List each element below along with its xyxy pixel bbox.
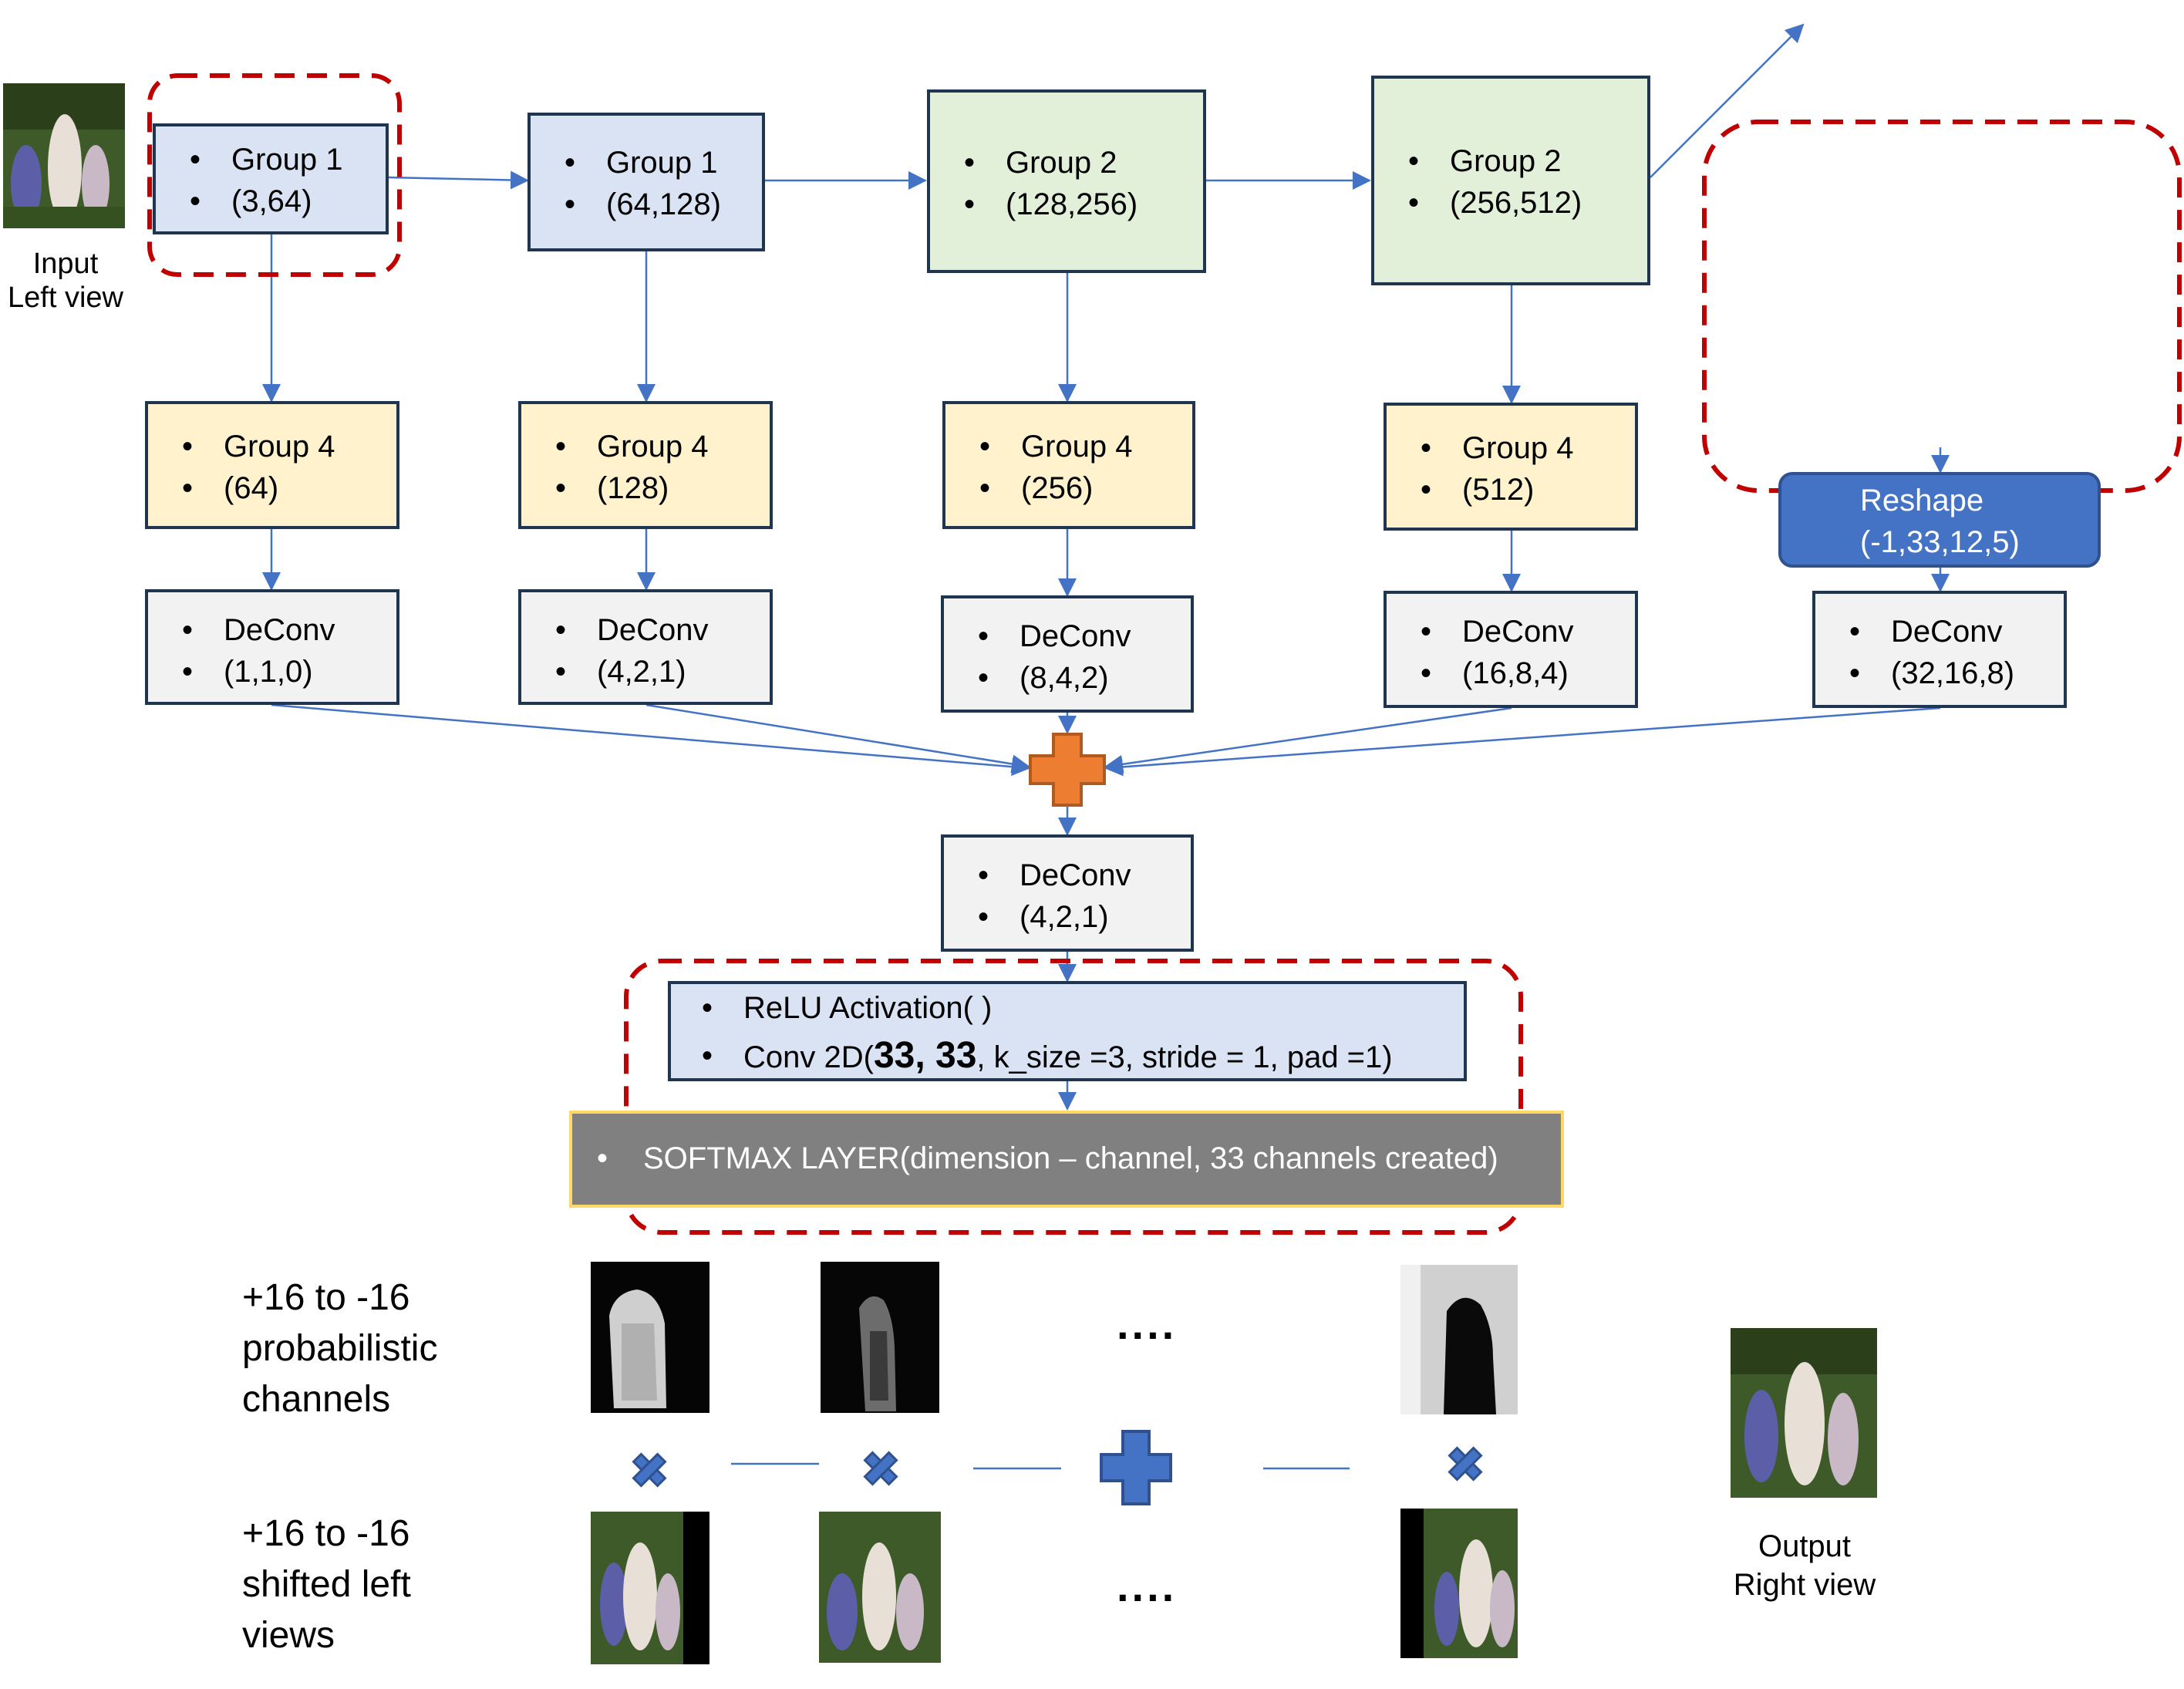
deconv-block-4: DeConv (16,8,4): [1384, 591, 1638, 708]
encoder-block-4: Group 2 (256,512): [1371, 76, 1650, 285]
deconv-block-3-name: DeConv: [978, 615, 1131, 657]
deconv-block-5-name: DeConv: [1849, 611, 2014, 652]
deconv-block-1: DeConv (1,1,0): [145, 589, 399, 705]
prob-channel-image-2: [821, 1262, 939, 1413]
group4-block-3: Group 4 (256): [942, 401, 1195, 529]
group4-block-3-channels: (256): [979, 467, 1133, 509]
encoder-block-2-name: Group 1: [565, 142, 721, 184]
multiply-icon: [863, 1451, 898, 1486]
encoder-block-4-name: Group 2: [1408, 140, 1582, 182]
deconv-block-4-name: DeConv: [1421, 611, 1573, 652]
deconv-block-3-params: (8,4,2): [978, 657, 1131, 699]
reshape-shape: (-1,33,12,5): [1860, 525, 2020, 559]
multiply-icon: [632, 1452, 667, 1488]
group4-block-2-channels: (128): [555, 467, 709, 509]
prob-label-line2: probabilistic: [242, 1328, 438, 1369]
encoder-block-1: Group 1 (3,64): [153, 123, 389, 234]
relu-conv-block: ReLU Activation( ) Conv 2D(33, 33, k_siz…: [668, 981, 1467, 1081]
reshape-name: Reshape: [1860, 484, 1984, 517]
output-caption-line2: Right view: [1733, 1568, 1876, 1602]
multiply-icon: [1448, 1446, 1483, 1482]
group4-block-1-channels: (64): [182, 467, 335, 509]
deconv-block-4-params: (16,8,4): [1421, 652, 1574, 694]
final-deconv-name: DeConv: [978, 855, 1131, 896]
relu-activation: ReLU Activation( ): [702, 984, 1393, 1032]
deconv-block-2-params: (4,2,1): [555, 651, 709, 693]
encoder-block-3-channels: (128,256): [964, 184, 1138, 225]
final-deconv-params: (4,2,1): [978, 896, 1131, 938]
encoder-block-2-channels: (64,128): [565, 184, 721, 225]
dashed-region-reshape: [1702, 120, 2182, 493]
dashed-region-input-group: [147, 73, 402, 277]
shifted-left-view-3: [1400, 1509, 1518, 1658]
deconv-block-5: DeConv (32,16,8): [1812, 591, 2067, 708]
final-deconv-block: DeConv (4,2,1): [941, 834, 1194, 952]
encoder-block-3: Group 2 (128,256): [927, 89, 1206, 273]
prob-label-line1: +16 to -16: [242, 1277, 410, 1318]
shifted-left-view-1: [591, 1512, 709, 1664]
shift-label-line1: +16 to -16: [242, 1513, 410, 1554]
deconv-block-2-name: DeConv: [555, 609, 708, 651]
plus-icon: [1029, 733, 1106, 807]
deconv-block-3: DeConv (8,4,2): [941, 595, 1194, 713]
encoder-block-4-channels: (256,512): [1408, 182, 1582, 224]
group4-block-1-name: Group 4: [182, 426, 335, 467]
shifted-left-view-2: [819, 1512, 941, 1663]
group4-block-4-name: Group 4: [1421, 427, 1573, 469]
plus-icon: [1100, 1430, 1172, 1505]
conv2d-suffix: , k_size =3, stride = 1, pad =1): [976, 1040, 1393, 1074]
input-caption-line2: Left view: [8, 282, 123, 314]
prob-channel-image-3: [1400, 1265, 1518, 1414]
group4-block-4: Group 4 (512): [1384, 403, 1638, 531]
group4-block-3-name: Group 4: [979, 426, 1132, 467]
ellipsis-bottom: ....: [1117, 1562, 1178, 1610]
output-caption-line1: Output: [1758, 1529, 1852, 1563]
group4-block-2: Group 4 (128): [518, 401, 773, 529]
group4-block-2-name: Group 4: [555, 426, 708, 467]
deconv-block-2: DeConv (4,2,1): [518, 589, 773, 705]
encoder-block-1-name: Group 1: [190, 139, 342, 180]
output-right-view-image: [1731, 1328, 1877, 1498]
input-caption-line1: Input: [32, 248, 99, 280]
softmax-bullet: •: [597, 1141, 608, 1175]
deconv-block-1-params: (1,1,0): [182, 651, 335, 693]
deconv-block-5-params: (32,16,8): [1849, 652, 2014, 694]
shift-label-line3: views: [242, 1615, 335, 1656]
prob-channel-image-1: [591, 1262, 709, 1413]
deconv-block-1-name: DeConv: [182, 609, 335, 651]
conv2d-layer: Conv 2D(33, 33, k_size =3, stride = 1, p…: [702, 1032, 1393, 1081]
encoder-block-1-channels: (3,64): [190, 180, 343, 222]
conv2d-channels: 33, 33: [873, 1035, 977, 1076]
group4-block-1: Group 4 (64): [145, 401, 399, 529]
reshape-block: Reshape (-1,33,12,5): [1778, 472, 2101, 568]
softmax-label: SOFTMAX LAYER(dimension – channel, 33 ch…: [643, 1141, 1498, 1175]
prob-label-line3: channels: [242, 1379, 391, 1420]
group4-block-4-channels: (512): [1421, 469, 1574, 511]
conv2d-prefix: Conv 2D(: [743, 1040, 874, 1074]
dashed-region-output-head: [624, 959, 1523, 1235]
shift-label-line2: shifted left: [242, 1564, 411, 1605]
encoder-block-3-name: Group 2: [964, 142, 1138, 184]
input-left-view-image: [3, 83, 125, 228]
ellipsis-top: ....: [1117, 1300, 1178, 1348]
encoder-block-2: Group 1 (64,128): [527, 113, 765, 251]
softmax-layer: • SOFTMAX LAYER(dimension – channel, 33 …: [569, 1111, 1564, 1208]
